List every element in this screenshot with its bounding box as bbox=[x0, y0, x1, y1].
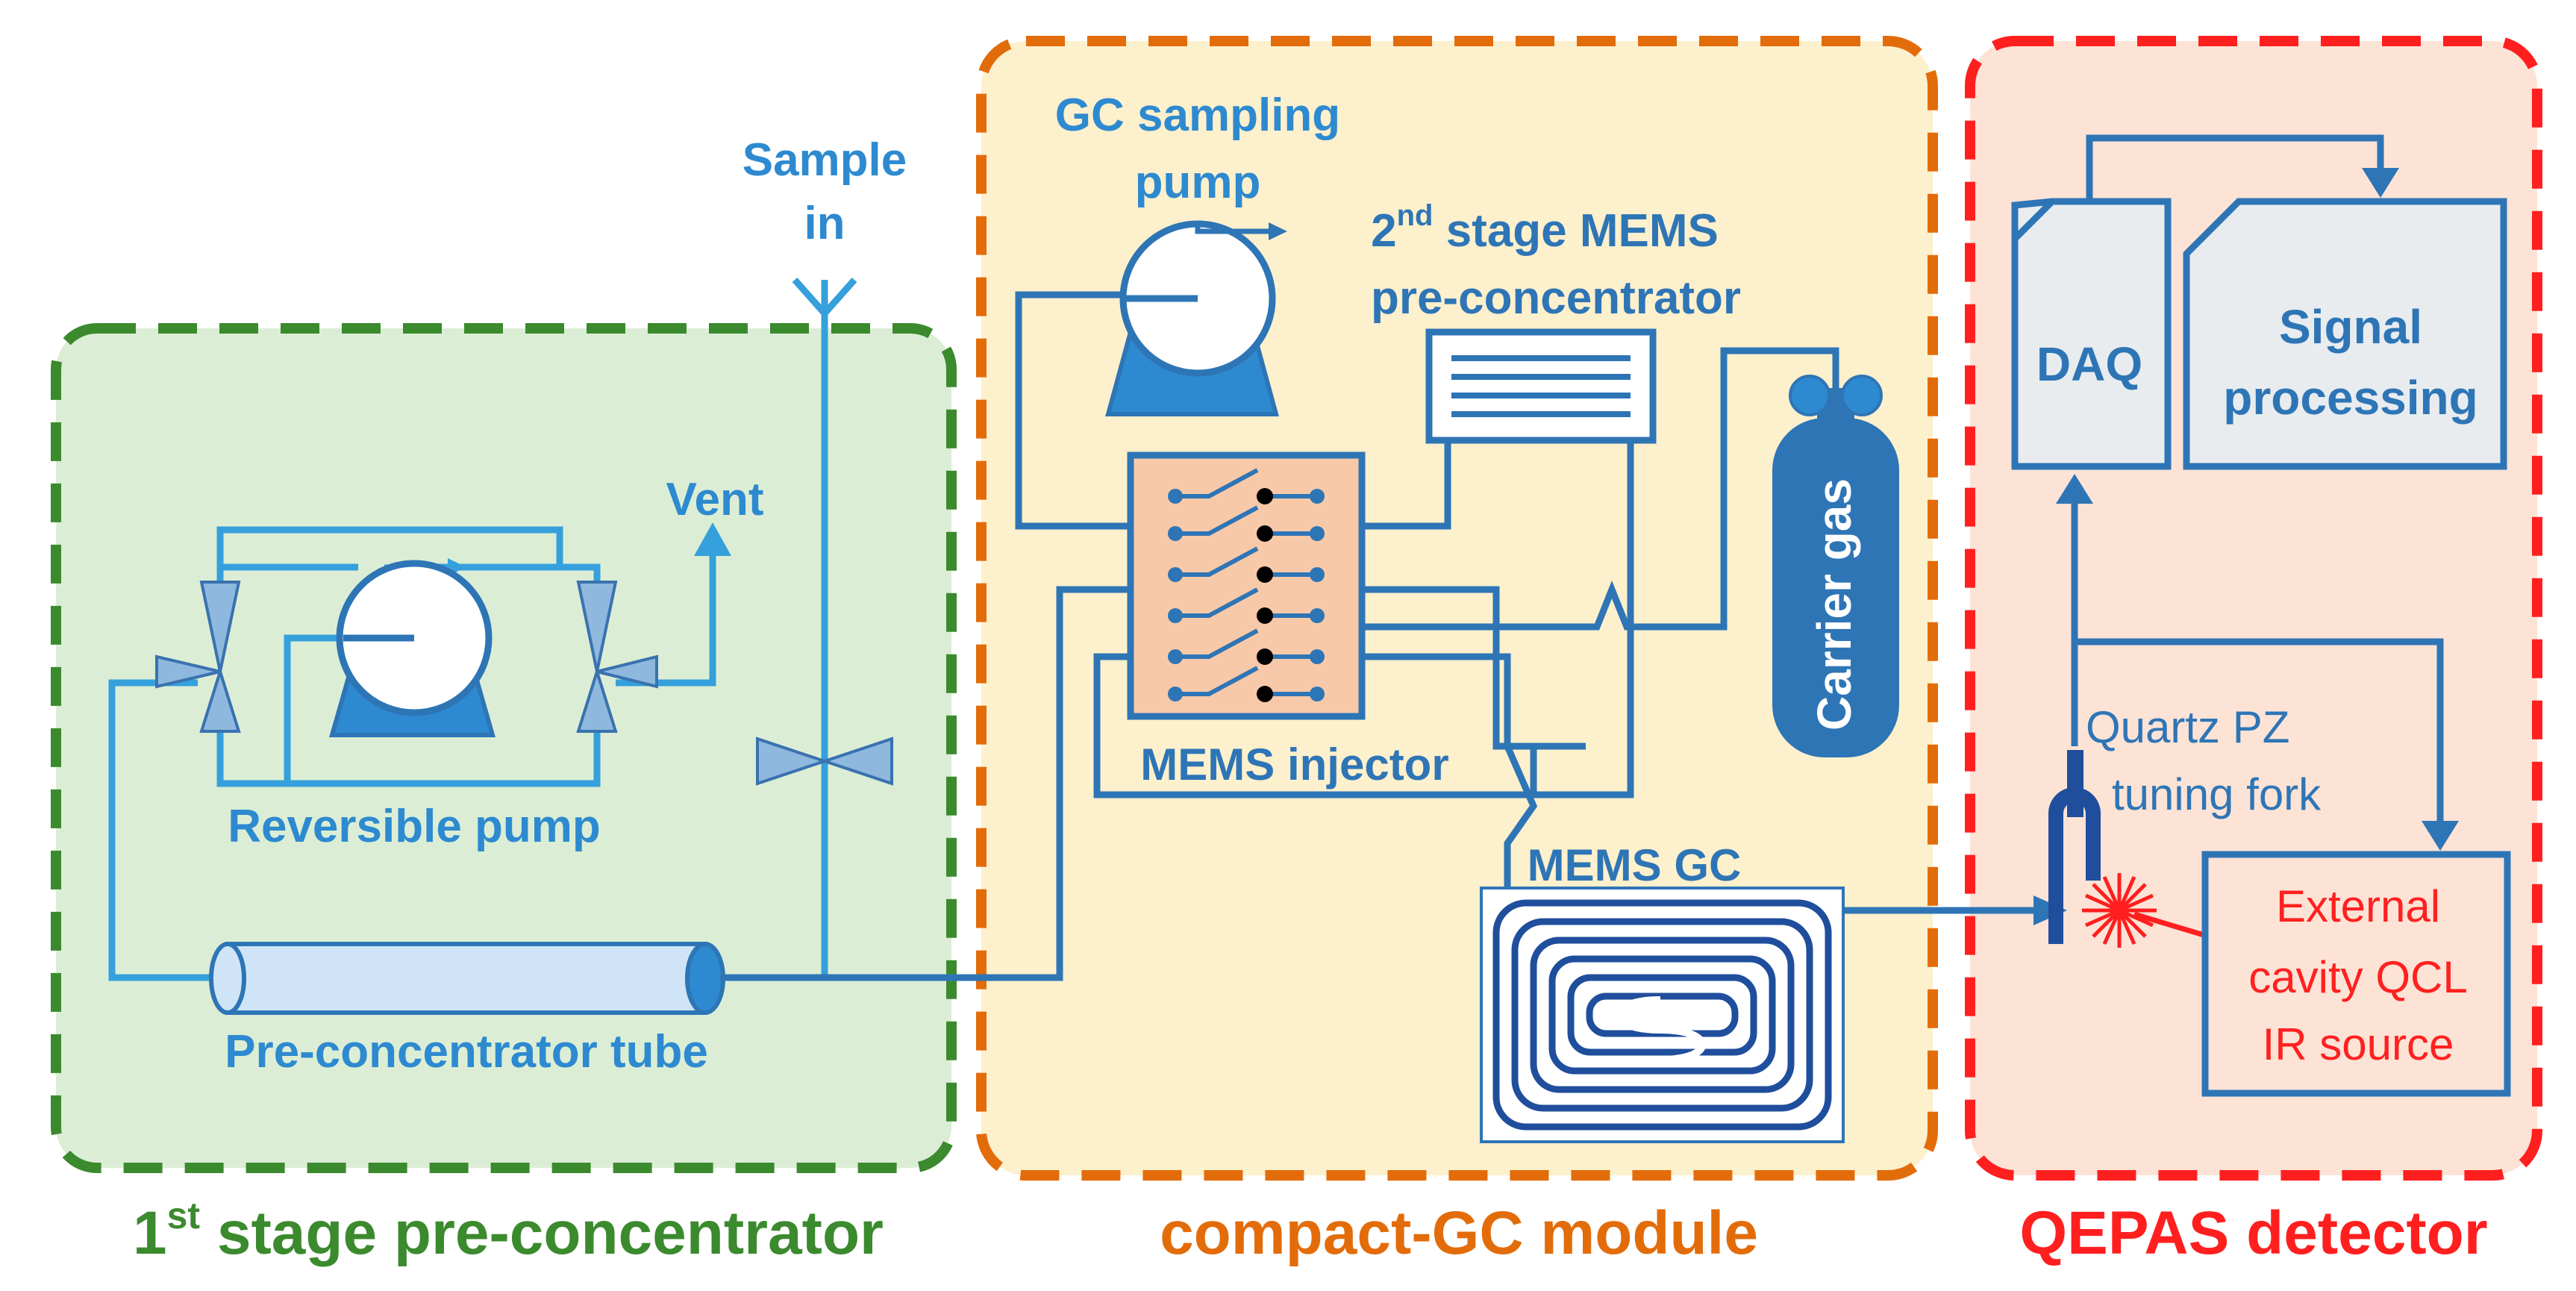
compact-gc-title: compact-GC module bbox=[1160, 1199, 1758, 1267]
qcl-label-line3: IR source bbox=[2263, 1019, 2454, 1069]
mems-injector bbox=[1127, 451, 1366, 720]
carrier-gas-label: Carrier gas bbox=[1807, 478, 1861, 731]
reversible-pump bbox=[329, 560, 495, 737]
right-three-way-valve bbox=[576, 581, 658, 733]
daq-box bbox=[2011, 198, 2172, 470]
gc-sampling-pump-arrow bbox=[1269, 222, 1287, 240]
gc-sampling-pump bbox=[1105, 220, 1279, 416]
gc-sampling-pump-label-line1: GC sampling bbox=[1055, 90, 1340, 141]
signal-processing-label-line2: processing bbox=[2223, 371, 2477, 425]
qcl-box bbox=[2201, 851, 2511, 1097]
compact-gc-piping bbox=[720, 291, 1839, 981]
tuning-fork-label-line1: Quartz PZ bbox=[2086, 702, 2289, 752]
laser-beam-burst bbox=[2082, 873, 2210, 948]
mems-gc-column bbox=[1480, 887, 1845, 1143]
mems-preconc-label-line2: pre-concentrator bbox=[1371, 272, 1741, 324]
reversible-pump-label: Reversible pump bbox=[228, 801, 601, 852]
stage1-title: 1st stage pre-concentrator bbox=[133, 1195, 884, 1267]
daq-to-qcl-arrow bbox=[2422, 821, 2459, 851]
daq-to-qcl-line bbox=[2075, 638, 2444, 825]
sample-in-label-line2: in bbox=[804, 198, 845, 249]
gc-sampling-pump-exhaust bbox=[1195, 224, 1269, 234]
daq-label: DAQ bbox=[2036, 337, 2142, 391]
carrier-gas-cylinder bbox=[1772, 375, 1899, 757]
fork-to-daq-arrow bbox=[2056, 474, 2093, 504]
tuning-fork-label-line2: tuning fork bbox=[2112, 769, 2322, 819]
daq-to-processing-line bbox=[2086, 134, 2384, 201]
qcl-label-line2: cavity QCL bbox=[2248, 952, 2467, 1002]
daq-to-processing-arrow bbox=[2362, 168, 2399, 198]
gc-sampling-pump-label-line2: pump bbox=[1135, 157, 1261, 208]
left-three-way-valve bbox=[155, 581, 241, 733]
mems-injector-label: MEMS injector bbox=[1140, 740, 1448, 790]
preconcentrator-tube-label: Pre-concentrator tube bbox=[225, 1026, 708, 1078]
sample-inlet-valve bbox=[756, 737, 893, 786]
signal-processing-box bbox=[2183, 198, 2507, 470]
qcl-label-line1: External bbox=[2276, 881, 2440, 931]
tuning-fork bbox=[2048, 750, 2101, 944]
mems-preconc-label-line1: 2nd stage MEMS bbox=[1371, 199, 1719, 257]
mems-gc-label: MEMS GC bbox=[1528, 840, 1742, 890]
mems-preconcentrator bbox=[1425, 328, 1657, 444]
vent-label: Vent bbox=[666, 474, 764, 525]
sample-in-label-line1: Sample bbox=[743, 134, 907, 186]
preconcentrator-tube bbox=[209, 942, 725, 1015]
qepas-title: QEPAS detector bbox=[2019, 1199, 2487, 1267]
vent-arrow bbox=[694, 522, 731, 556]
signal-processing-label-line1: Signal bbox=[2279, 300, 2422, 354]
